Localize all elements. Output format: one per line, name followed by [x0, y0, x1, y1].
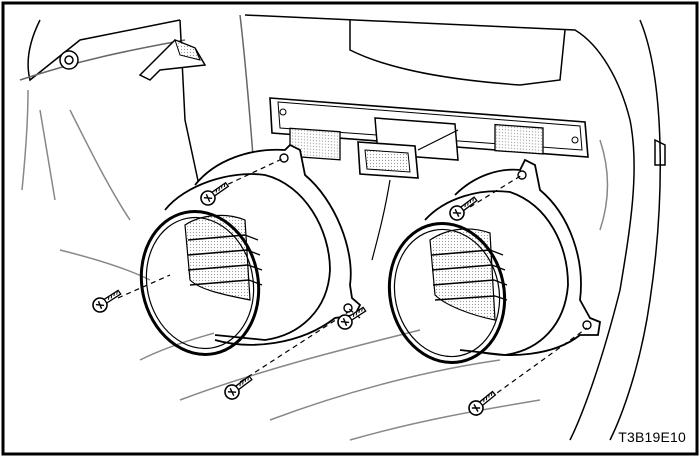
left-vent-duct — [139, 143, 362, 356]
alignment-lines — [117, 157, 588, 399]
mounting-hole-icon — [59, 50, 79, 70]
electrical-connector-icon — [357, 117, 459, 261]
dashboard-panel — [19, 14, 666, 441]
right-vent-duct — [387, 158, 601, 364]
figure-code: T3B19E10 — [618, 429, 686, 445]
release-lever-icon — [138, 39, 207, 81]
right-vent-louvres — [429, 228, 508, 321]
